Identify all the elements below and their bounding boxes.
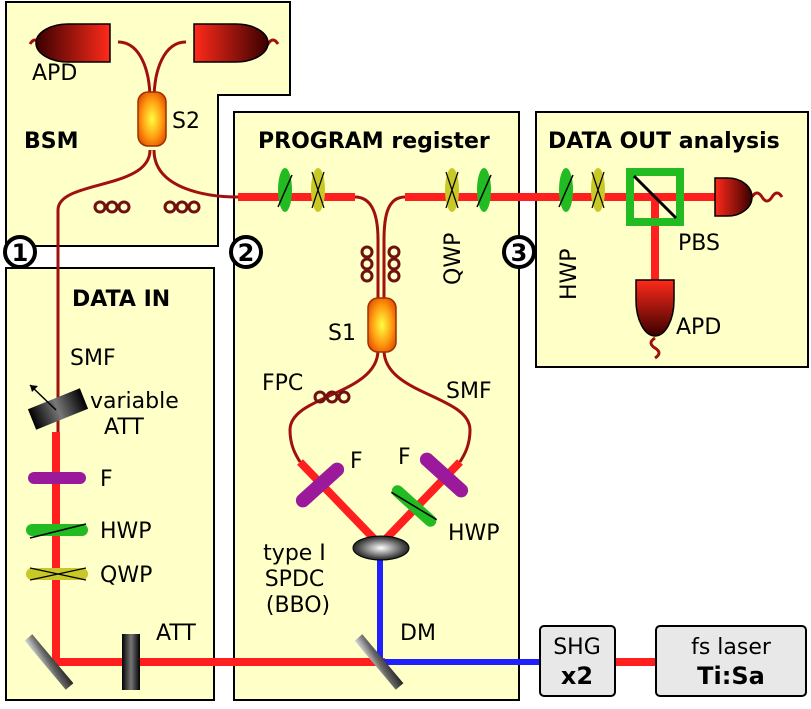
- data-out-panel: [535, 111, 809, 368]
- svg-text:3: 3: [511, 239, 528, 267]
- label-f-left: F: [100, 467, 113, 492]
- label-f-mid-left: F: [350, 449, 363, 474]
- apd-detector-dataout-bottom: [635, 279, 675, 337]
- panel-title-data-out: DATA OUT analysis: [548, 129, 780, 154]
- label-spdc-line2: SPDC: [265, 567, 325, 592]
- fiber-coils: [93, 200, 401, 404]
- svg-text:1: 1: [12, 239, 29, 267]
- hwp-mid: [390, 485, 438, 527]
- label-variable-att-line2: ATT: [104, 415, 144, 440]
- marker-1: 1: [3, 235, 37, 269]
- filter-mid-right: [419, 452, 469, 498]
- shg-box: [539, 625, 616, 697]
- apd-detector-right: [193, 23, 269, 63]
- variable-attenuator: [27, 384, 89, 430]
- marker-3: 3: [502, 235, 536, 269]
- label-hwp-left: HWP: [100, 519, 152, 544]
- coupler-s1: [367, 297, 397, 353]
- waveplates-top: [277, 168, 605, 212]
- label-qwp-vertical: QWP: [441, 233, 466, 285]
- label-variable-att-line1: variable: [90, 389, 179, 414]
- label-laser-tisa: Ti:Sa: [697, 662, 765, 690]
- fibers: [28, 38, 784, 463]
- panel-title-program: PROGRAM register: [258, 129, 490, 154]
- coupler-s2: [137, 91, 167, 147]
- panel-title-data-in: DATA IN: [72, 287, 170, 312]
- label-spdc-line3: (BBO): [266, 593, 330, 618]
- label-spdc-line1: type I: [263, 541, 326, 566]
- label-apd-top: APD: [32, 61, 77, 86]
- label-hwp-vertical: HWP: [557, 248, 582, 300]
- label-pbs: PBS: [678, 231, 720, 256]
- label-laser: fs laser: [691, 635, 772, 660]
- qwp-left: [26, 567, 88, 581]
- filter-mid-left: [295, 462, 345, 508]
- attenuator-block: [122, 634, 140, 690]
- label-variable-att: variable ATT: [90, 389, 186, 440]
- hwp-left: [26, 523, 88, 539]
- panel-title-bsm: BSM: [24, 129, 79, 154]
- label-shg-x2: x2: [561, 662, 593, 690]
- svg-text:2: 2: [238, 239, 255, 267]
- label-spdc: type I SPDC (BBO): [263, 541, 333, 618]
- bbo-crystal: [352, 535, 410, 561]
- label-s2: S2: [172, 109, 200, 134]
- label-smf-left: SMF: [70, 346, 116, 371]
- label-hwp-mid: HWP: [448, 521, 500, 546]
- filter-left: [28, 472, 86, 484]
- label-shg: SHG: [553, 635, 601, 660]
- label-att-bottom: ATT: [156, 621, 196, 646]
- label-smf-right: SMF: [446, 379, 492, 404]
- marker-2: 2: [229, 235, 263, 269]
- program-panel: [233, 111, 520, 701]
- pbs-cube: [626, 168, 684, 226]
- label-s1: S1: [328, 321, 356, 346]
- laser-box: [655, 625, 807, 697]
- dichroic-mirror: [354, 634, 404, 690]
- label-fpc: FPC: [262, 371, 303, 396]
- label-dm: DM: [400, 621, 436, 646]
- label-f-mid-right: F: [398, 445, 411, 470]
- apd-detector-left: [35, 23, 111, 63]
- apd-detector-dataout: [714, 177, 753, 217]
- label-apd-right: APD: [676, 315, 721, 340]
- label-qwp-left: QWP: [100, 563, 152, 588]
- mirror-left: [24, 634, 74, 690]
